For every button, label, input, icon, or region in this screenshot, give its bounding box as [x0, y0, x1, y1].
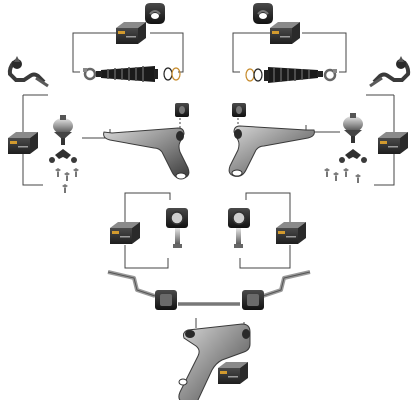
- part-box-icon: [276, 222, 306, 244]
- left-control-arm-group: [103, 103, 190, 180]
- stabilizer-bushing-icon: [145, 3, 165, 24]
- top-right-boot-group: [232, 3, 347, 83]
- left-rear-bushing-group: [110, 192, 188, 269]
- hose-clamp-icon: [323, 68, 337, 82]
- stabilizer-bar-group: [107, 270, 311, 310]
- connector-line: [232, 32, 272, 73]
- silent-block-icon: [228, 208, 250, 248]
- connector-line: [72, 32, 118, 73]
- top-left-boot-group: [72, 3, 184, 82]
- part-box-icon: [8, 132, 38, 154]
- right-ball-joint-group: [305, 56, 411, 186]
- connector-line: [150, 32, 184, 73]
- part-box-icon: [378, 132, 408, 154]
- steering-boot-icon: [96, 66, 158, 82]
- bracket-icon: [49, 149, 77, 163]
- connector-line: [239, 245, 291, 269]
- part-box-icon: [218, 362, 248, 384]
- connector-line: [245, 192, 291, 232]
- arm-bushing-icon: [232, 103, 246, 117]
- stabilizer-bushing-icon: [155, 290, 177, 310]
- right-rear-bushing-group: [228, 192, 306, 269]
- ball-joint-icon: [53, 115, 73, 145]
- arm-bushing-icon: [175, 103, 189, 117]
- bottom-control-arm-group: [178, 318, 251, 400]
- steering-boot-icon: [264, 67, 323, 83]
- part-box-icon: [270, 22, 300, 44]
- connector-line: [124, 245, 169, 269]
- part-box-icon: [110, 222, 140, 244]
- control-arm-icon: [178, 323, 251, 400]
- bracket-icon: [339, 149, 367, 163]
- connector-line: [22, 95, 43, 186]
- connector-line: [302, 32, 347, 73]
- clamp-ring-icon: [245, 68, 263, 82]
- left-ball-joint-group: [7, 56, 111, 193]
- right-control-arm-group: [228, 103, 315, 177]
- hose-clamp-icon: [83, 67, 97, 81]
- tie-rod-end-icon: [369, 56, 411, 88]
- part-box-icon: [116, 22, 146, 44]
- connector-line: [374, 95, 395, 186]
- control-arm-icon: [103, 127, 190, 180]
- stabilizer-bushing-icon: [253, 3, 273, 24]
- control-arm-icon: [228, 125, 315, 177]
- stabilizer-bushing-icon: [242, 290, 264, 310]
- screw-set-icon: [55, 168, 79, 193]
- tie-rod-end-icon: [7, 56, 49, 88]
- connector-line: [124, 192, 171, 232]
- silent-block-icon: [166, 208, 188, 248]
- ball-joint-icon: [343, 113, 363, 143]
- screw-set-icon: [324, 168, 361, 183]
- clamp-ring-icon: [163, 67, 181, 81]
